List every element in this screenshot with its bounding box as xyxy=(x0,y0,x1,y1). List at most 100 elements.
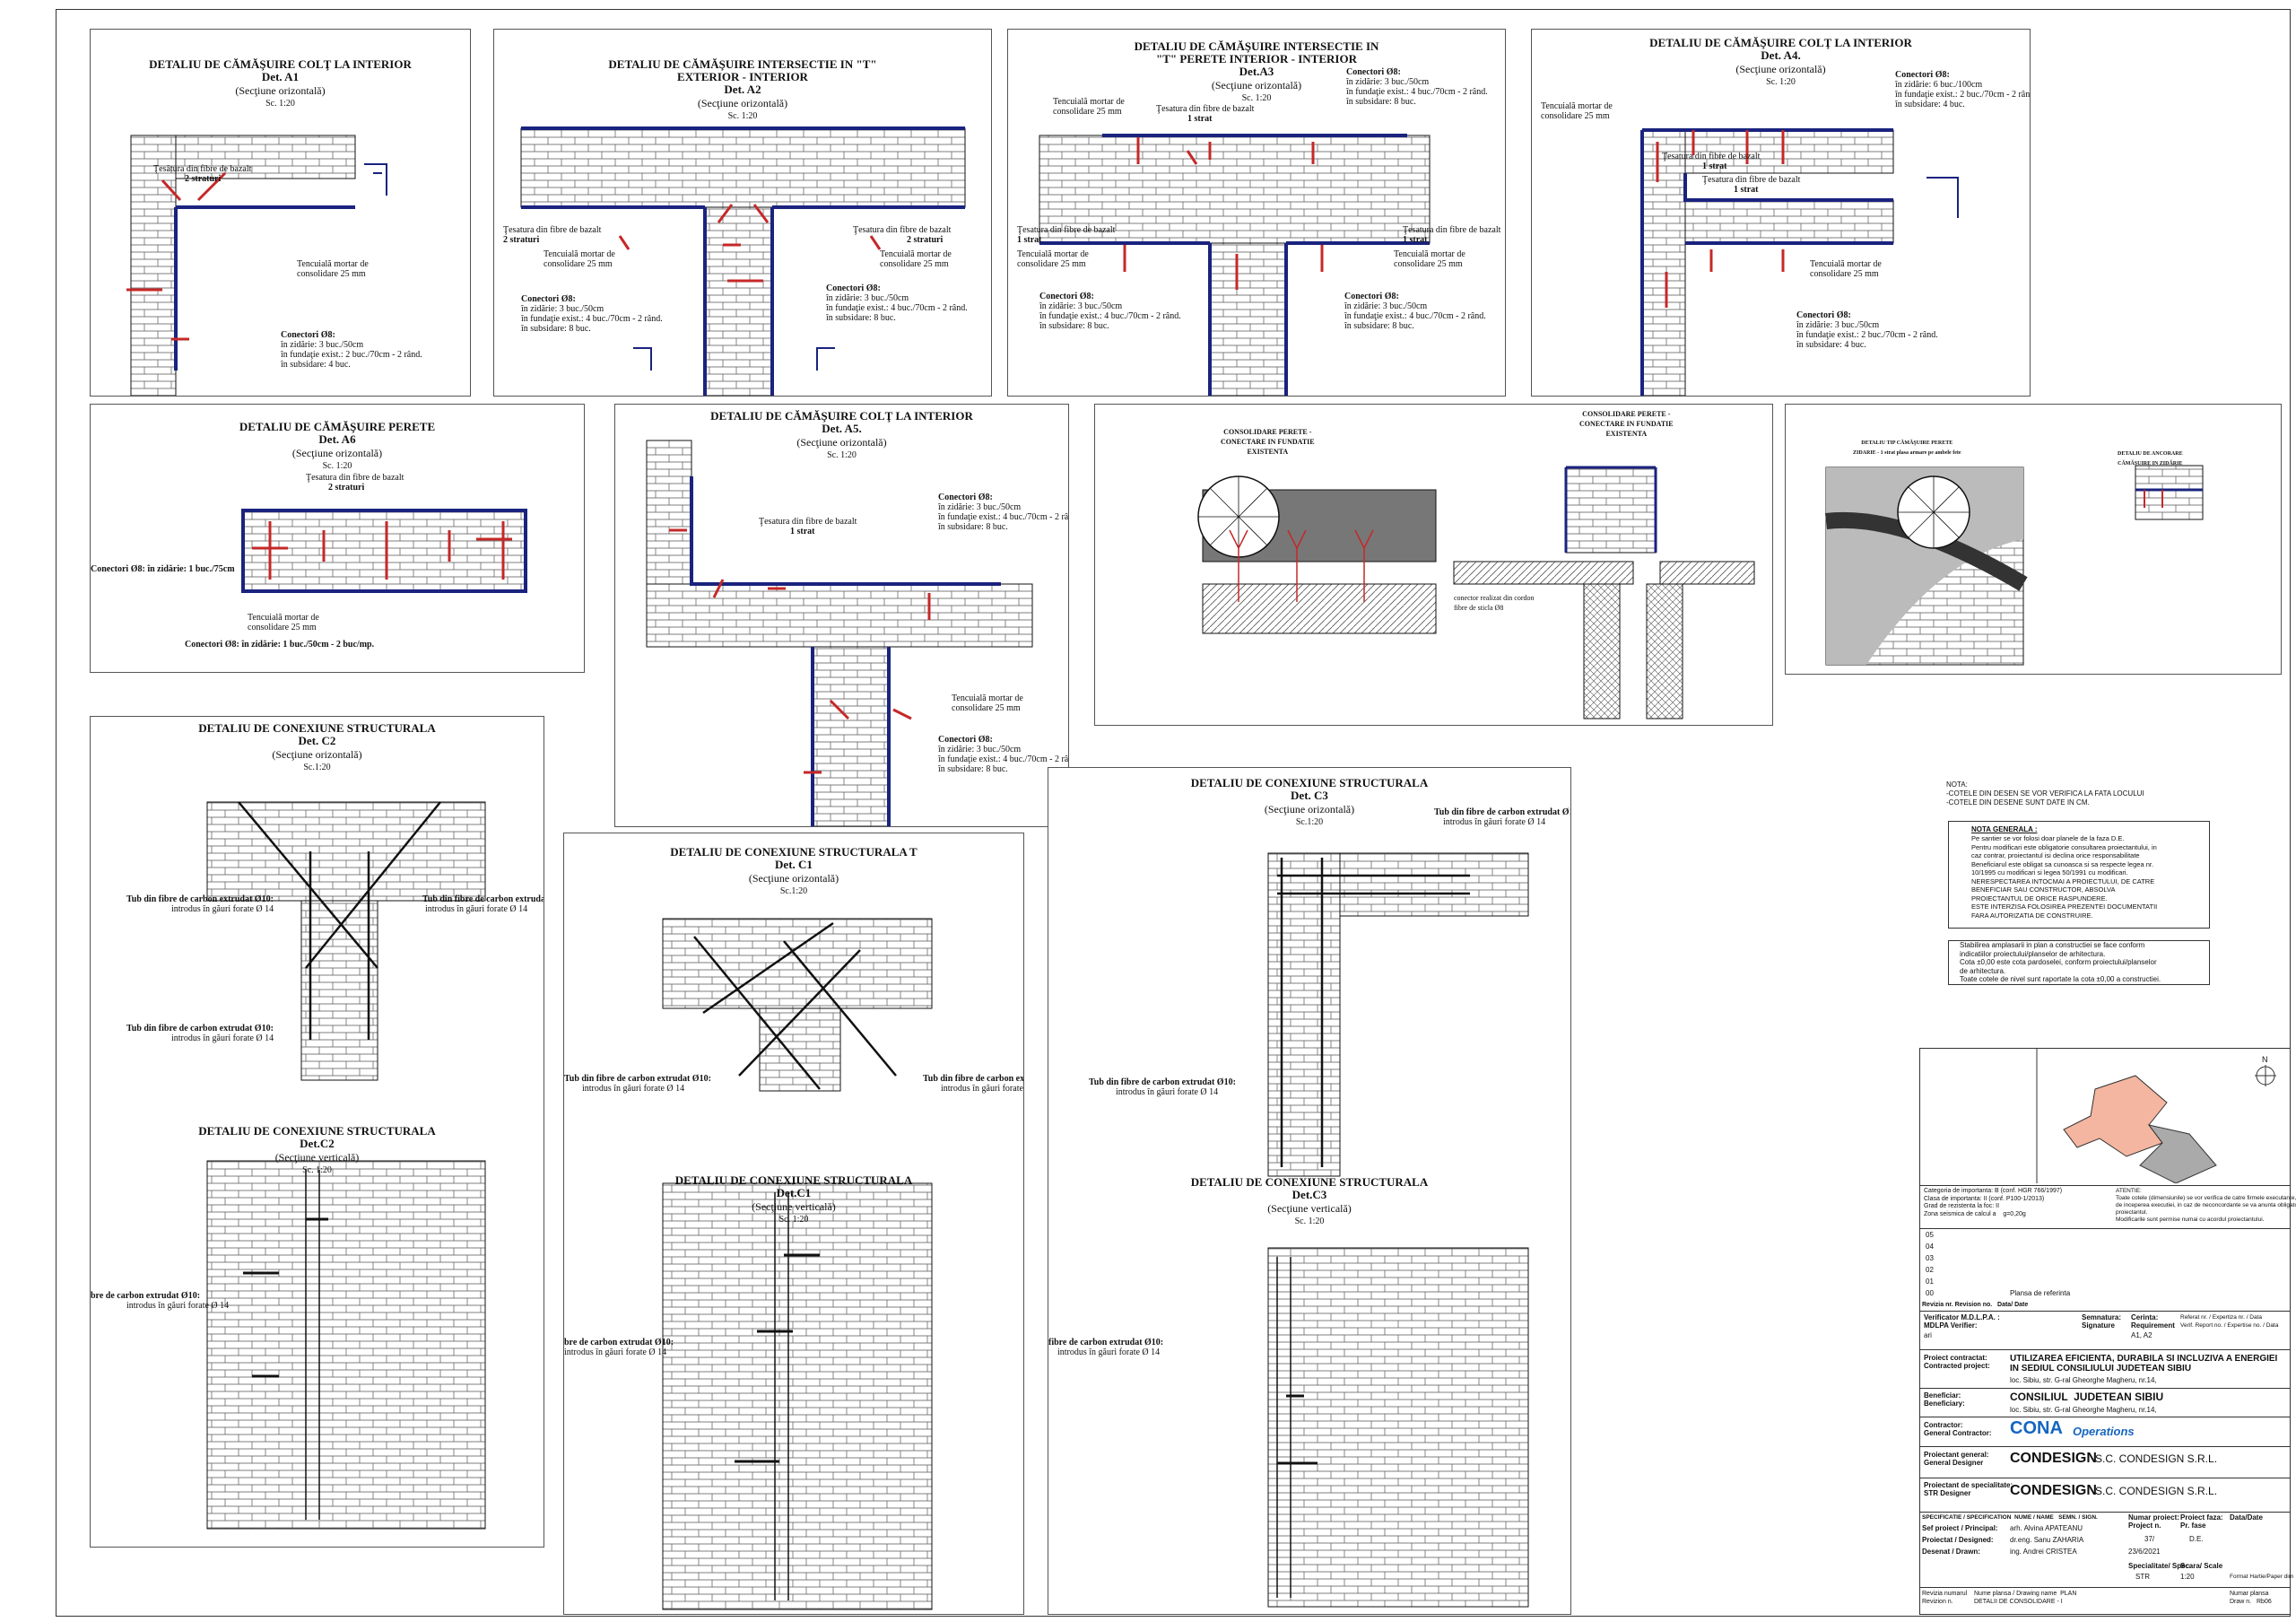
rev-row-04: 04 xyxy=(1926,1243,1934,1251)
project-number-label: Numar proiect: Project n. xyxy=(2128,1513,2179,1530)
plan-name-label: Nume plansa / Drawing name PLAN xyxy=(1974,1591,2077,1597)
panel-title-2: "T" PERETE INTERIOR - INTERIOR xyxy=(1156,52,1357,65)
panel-title: DETALIU DE CĂMĂŞUIRE COLŢ LA INTERIOR xyxy=(1649,36,1912,49)
project-date: 23/6/2021 xyxy=(2128,1548,2161,1556)
a5-mesh-layers: 1 strat xyxy=(790,527,815,536)
a4-drawing xyxy=(1640,128,1959,396)
panel-foundation-detail: CONSOLIDARE PERETE - CONECTARE IN FUNDAT… xyxy=(1094,404,1773,726)
importance-category: Categoria de importanta: B (conf. HGR 76… xyxy=(1924,1188,2063,1217)
rosette-1 xyxy=(1198,476,1279,557)
a1-mesh-label: Ţesătura din fibre de bazalt xyxy=(153,164,252,174)
str-designer-name: S.C. CONDESIGN S.R.L. xyxy=(2095,1485,2218,1497)
a1-drawing xyxy=(126,135,387,396)
c3v-tube-detail: introdus în găuri forate Ø 14 xyxy=(1057,1347,1161,1357)
found-anchor-note: conector realizat din cordon fibre de st… xyxy=(1454,594,1535,612)
c3h-tube-top-detail: introdus în găuri forate Ø 14 xyxy=(1443,817,1546,827)
panel-title-2: EXTERIOR - INTERIOR xyxy=(677,70,808,83)
panel-det-a6: DETALIU DE CĂMĂŞUIRE PERETE Det. A6 (Sec… xyxy=(90,404,585,673)
panel-title: DETALIU DE CONEXIUNE STRUCTURALA T xyxy=(670,845,918,859)
panel-code: Det. C1 xyxy=(775,858,813,871)
str-designer-logo: CONDESIGN xyxy=(2010,1483,2097,1498)
anchoring-title: DETALIU TIP CĂMĂŞUIRE PERETE ZIDARIE - 1… xyxy=(1853,440,1961,456)
a3-mesh-right: Ţesatura din fibre de bazalt xyxy=(1403,225,1501,235)
c3v-title: DETALIU DE CONEXIUNE STRUCTURALA xyxy=(1190,1175,1429,1189)
panel-scale: Sc. 1:20 xyxy=(265,99,295,109)
panel-code: Det. A2 xyxy=(724,83,761,96)
c2h-tube-left: Tub din fibre de carbon extrudat Ø10: xyxy=(126,894,274,904)
rev-row-05: 05 xyxy=(1926,1231,1934,1239)
plan-number: Rb06 xyxy=(2257,1599,2272,1605)
c1h-tube-right: Tub din fibre de carbon extrudat Ø10: xyxy=(923,1074,1024,1084)
a4-conn-top-label: Conectori Ø8: xyxy=(1895,70,1950,80)
c3h-tube-top: Tub din fibre de carbon extrudat Ø10: xyxy=(1434,807,1571,817)
revision-number-label: Revizia numarul Revizion n. xyxy=(1922,1591,1968,1605)
a6-mesh-layers: 2 straturi xyxy=(328,483,365,493)
a2-drawing xyxy=(520,126,966,396)
drawn-label: Desenat / Drawn: xyxy=(1922,1548,1980,1556)
panel-title: DETALIU DE CONEXIUNE STRUCTURALA xyxy=(198,721,436,735)
contractor-logo: CONA xyxy=(2010,1418,2063,1438)
stabilire-box: Stabilirea amplasarii in plan a construc… xyxy=(1948,940,2210,985)
panel-code: Det. C3 xyxy=(1291,789,1328,802)
panel-scale: Sc. 1:20 xyxy=(322,461,352,471)
c1v-scale: Sc. 1:20 xyxy=(778,1215,809,1225)
a3-conn-right: Conectori Ø8: xyxy=(1344,292,1399,301)
general-designer-name: S.C. CONDESIGN S.R.L. xyxy=(2095,1452,2218,1465)
a1-render-label: Tencuială mortar de consolidare 25 mm xyxy=(297,259,369,279)
panel-title: DETALIU DE CĂMĂŞUIRE COLŢ LA INTERIOR xyxy=(710,409,973,423)
panel-code: Det.A3 xyxy=(1239,65,1274,78)
panel-det-c3: DETALIU DE CONEXIUNE STRUCTURALA Det. C3… xyxy=(1048,767,1571,1615)
a5-drawing xyxy=(646,440,1033,826)
a3-conn-top: Conectori Ø8: xyxy=(1346,67,1401,77)
a3-render-top: Tencuială mortar de consolidare 25 mm xyxy=(1053,97,1125,117)
nota-header: NOTA: xyxy=(1946,780,1968,789)
a1-conn-label: Conectori Ø8: xyxy=(281,330,335,340)
c3v-tube: fibre de carbon extrudat Ø10: xyxy=(1048,1338,1164,1347)
a2-render-right: Tencuială mortar de consolidare 25 mm xyxy=(880,249,952,269)
general-designer-label: Proiectant general: General Designer xyxy=(1924,1451,1989,1467)
rev-row-03: 03 xyxy=(1926,1254,1934,1262)
panel-section: (Secţiune orizontală) xyxy=(235,84,326,97)
c3v-code: Det.C3 xyxy=(1292,1188,1327,1201)
a6-conn-left: Conectori Ø8: în zidărie: 1 buc./75cm xyxy=(91,564,235,574)
c3v-scale: Sc. 1:20 xyxy=(1294,1216,1325,1226)
c2h-tube-right-detail: introdus în găuri forate Ø 14 xyxy=(425,904,528,914)
panel-scale: Sc.1:20 xyxy=(779,886,808,896)
c3h-tube-left-detail: introdus în găuri forate Ø 14 xyxy=(1116,1087,1219,1097)
project-title: UTILIZAREA EFICIENTA, DURABILA SI INCLUZ… xyxy=(2010,1354,2278,1373)
panel-det-a5: DETALIU DE CĂMĂŞUIRE COLŢ LA INTERIOR De… xyxy=(614,404,1069,827)
c1-drawing xyxy=(662,918,933,1610)
a5-conn-top-detail: în zidărie: 3 buc./50cm în fundaţie exis… xyxy=(938,502,1069,532)
signature-label: Semnatura: Signature xyxy=(2082,1313,2122,1330)
a6-conn-bottom: Conectori Ø8: în zidărie: 1 buc./50cm - … xyxy=(185,640,375,650)
a2-conn-label-left: Conectori Ø8: xyxy=(521,294,576,304)
panel-anchoring-detail: DETALIU TIP CĂMĂŞUIRE PERETE ZIDARIE - 1… xyxy=(1785,404,2282,675)
site-plan-key xyxy=(2036,1049,2276,1183)
project-number: 37/ xyxy=(2144,1535,2155,1543)
phase-label: Proiect faza: Pr. fase xyxy=(2180,1513,2223,1530)
requirement-label: Cerinta: Requirement xyxy=(2131,1313,2175,1330)
c3h-tube-left: Tub din fibre de carbon extrudat Ø10: xyxy=(1089,1077,1236,1087)
a6-drawing xyxy=(241,509,527,593)
spec-header: SPECIFICATIE / SPECIFICATION NUME / NAME… xyxy=(1922,1514,2098,1521)
plan-number-label: Numar plansa Draw n. xyxy=(2230,1591,2269,1605)
panel-section: (Secţiune orizontală) xyxy=(748,872,839,885)
panel-title: DETALIU DE CONEXIUNE STRUCTURALA xyxy=(1190,776,1429,789)
panel-code: Det. A5. xyxy=(822,422,862,435)
panel-code: Det. A4. xyxy=(1761,48,1801,62)
north-arrow-label: N xyxy=(2262,1055,2268,1064)
drawing-sheet xyxy=(56,9,2291,1617)
panel-scale: Sc.1:20 xyxy=(1295,817,1324,827)
specialty-label: Specialitate/ Spec. xyxy=(2128,1562,2192,1570)
a2-render-left: Tencuială mortar de consolidare 25 mm xyxy=(544,249,615,269)
a2-mesh-layers-left: 2 straturi xyxy=(503,235,540,245)
phase-value: D.E. xyxy=(2189,1535,2204,1543)
a5-mesh-label: Ţesatura din fibre de bazalt xyxy=(759,517,857,527)
panel-title: DETALIU DE CĂMĂŞUIRE PERETE xyxy=(239,420,436,433)
panel-scale: Sc. 1:20 xyxy=(827,450,857,460)
contractor-logo-sub: Operations xyxy=(2073,1425,2135,1438)
panel-scale: Sc. 1:20 xyxy=(727,111,758,121)
designed-name: dr.eng. Sanu ZAHARIA xyxy=(2010,1536,2084,1544)
panel-det-a4: DETALIU DE CĂMĂŞUIRE COLŢ LA INTERIOR De… xyxy=(1531,29,2031,397)
revision-rows: 05 04 03 02 01 00 Plansa de referinta Re… xyxy=(1920,1228,2290,1309)
